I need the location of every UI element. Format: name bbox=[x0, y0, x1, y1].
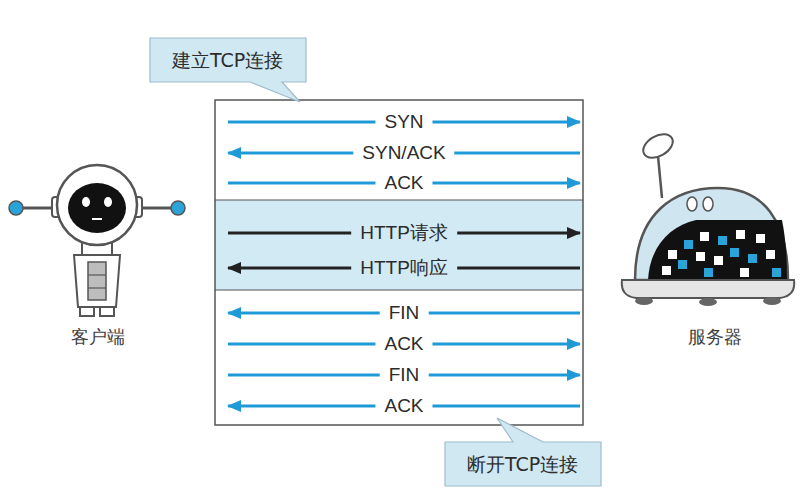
server-panel bbox=[648, 220, 787, 280]
server-light bbox=[668, 250, 677, 259]
node-label: 服务器 bbox=[615, 325, 805, 349]
robot-eye bbox=[104, 197, 112, 207]
server-light bbox=[662, 266, 671, 275]
robot-head bbox=[57, 165, 137, 245]
robot-hand bbox=[9, 201, 23, 215]
server-light bbox=[756, 234, 765, 243]
server-dish bbox=[639, 129, 677, 162]
server-light bbox=[748, 254, 757, 263]
server-wheel bbox=[635, 297, 653, 305]
callout-bubble: 断开TCP连接 bbox=[445, 442, 601, 486]
edge-label: ACK bbox=[375, 333, 432, 355]
robot-leg bbox=[100, 307, 114, 316]
server-light bbox=[704, 268, 713, 277]
server-node: 服务器 bbox=[580, 100, 805, 425]
server-eye bbox=[687, 197, 697, 211]
server-light bbox=[684, 240, 693, 249]
callout-outline bbox=[445, 418, 601, 486]
band-divider bbox=[215, 289, 583, 290]
server-light bbox=[740, 268, 749, 277]
robot-body bbox=[74, 255, 120, 307]
edge-label: ACK bbox=[375, 395, 432, 417]
edge-label: ACK bbox=[375, 172, 432, 194]
band-divider bbox=[215, 199, 583, 200]
server-light bbox=[714, 256, 723, 265]
server-eye bbox=[703, 197, 713, 211]
callout-bubble: 建立TCP连接 bbox=[150, 38, 306, 82]
robot-panel-line bbox=[88, 287, 106, 288]
server-light bbox=[736, 230, 745, 239]
server-light bbox=[766, 250, 775, 259]
http-band bbox=[215, 200, 583, 290]
sequence-frame bbox=[215, 100, 583, 425]
edge-label: FIN bbox=[380, 364, 429, 386]
server-light bbox=[678, 260, 687, 269]
callout-outline bbox=[150, 38, 306, 102]
close-band bbox=[215, 290, 583, 425]
robot-mouth bbox=[92, 218, 102, 220]
robot-panel-line bbox=[88, 274, 106, 275]
illustration bbox=[580, 100, 805, 425]
edge-label: SYN/ACK bbox=[353, 142, 454, 164]
server-antenna bbox=[658, 156, 662, 198]
server-wheel bbox=[699, 298, 717, 306]
handshake-band bbox=[215, 100, 583, 200]
edge-label: HTTP响应 bbox=[351, 257, 457, 279]
edge-label: SYN bbox=[375, 111, 432, 133]
server-light bbox=[718, 236, 727, 245]
server-light bbox=[696, 252, 705, 261]
robot-leg bbox=[80, 307, 94, 316]
server-light bbox=[700, 232, 709, 241]
callout-text: 建立TCP连接 bbox=[150, 38, 306, 82]
server-dome bbox=[635, 188, 788, 280]
client-node: 客户端 bbox=[0, 100, 228, 425]
robot-hand bbox=[171, 201, 185, 215]
illustration bbox=[0, 100, 228, 425]
edge-label: HTTP请求 bbox=[351, 222, 457, 244]
server-light bbox=[730, 248, 739, 257]
robot-face bbox=[68, 183, 126, 233]
edge-label: FIN bbox=[380, 302, 429, 324]
server-wheel bbox=[763, 297, 781, 305]
client-robot bbox=[9, 165, 185, 316]
robot-eye bbox=[82, 197, 90, 207]
callout-text: 断开TCP连接 bbox=[445, 442, 601, 486]
server-light bbox=[772, 268, 781, 277]
node-label: 客户端 bbox=[0, 325, 195, 349]
server-robot bbox=[622, 129, 794, 306]
robot-panel bbox=[88, 262, 106, 300]
server-base bbox=[622, 280, 794, 298]
